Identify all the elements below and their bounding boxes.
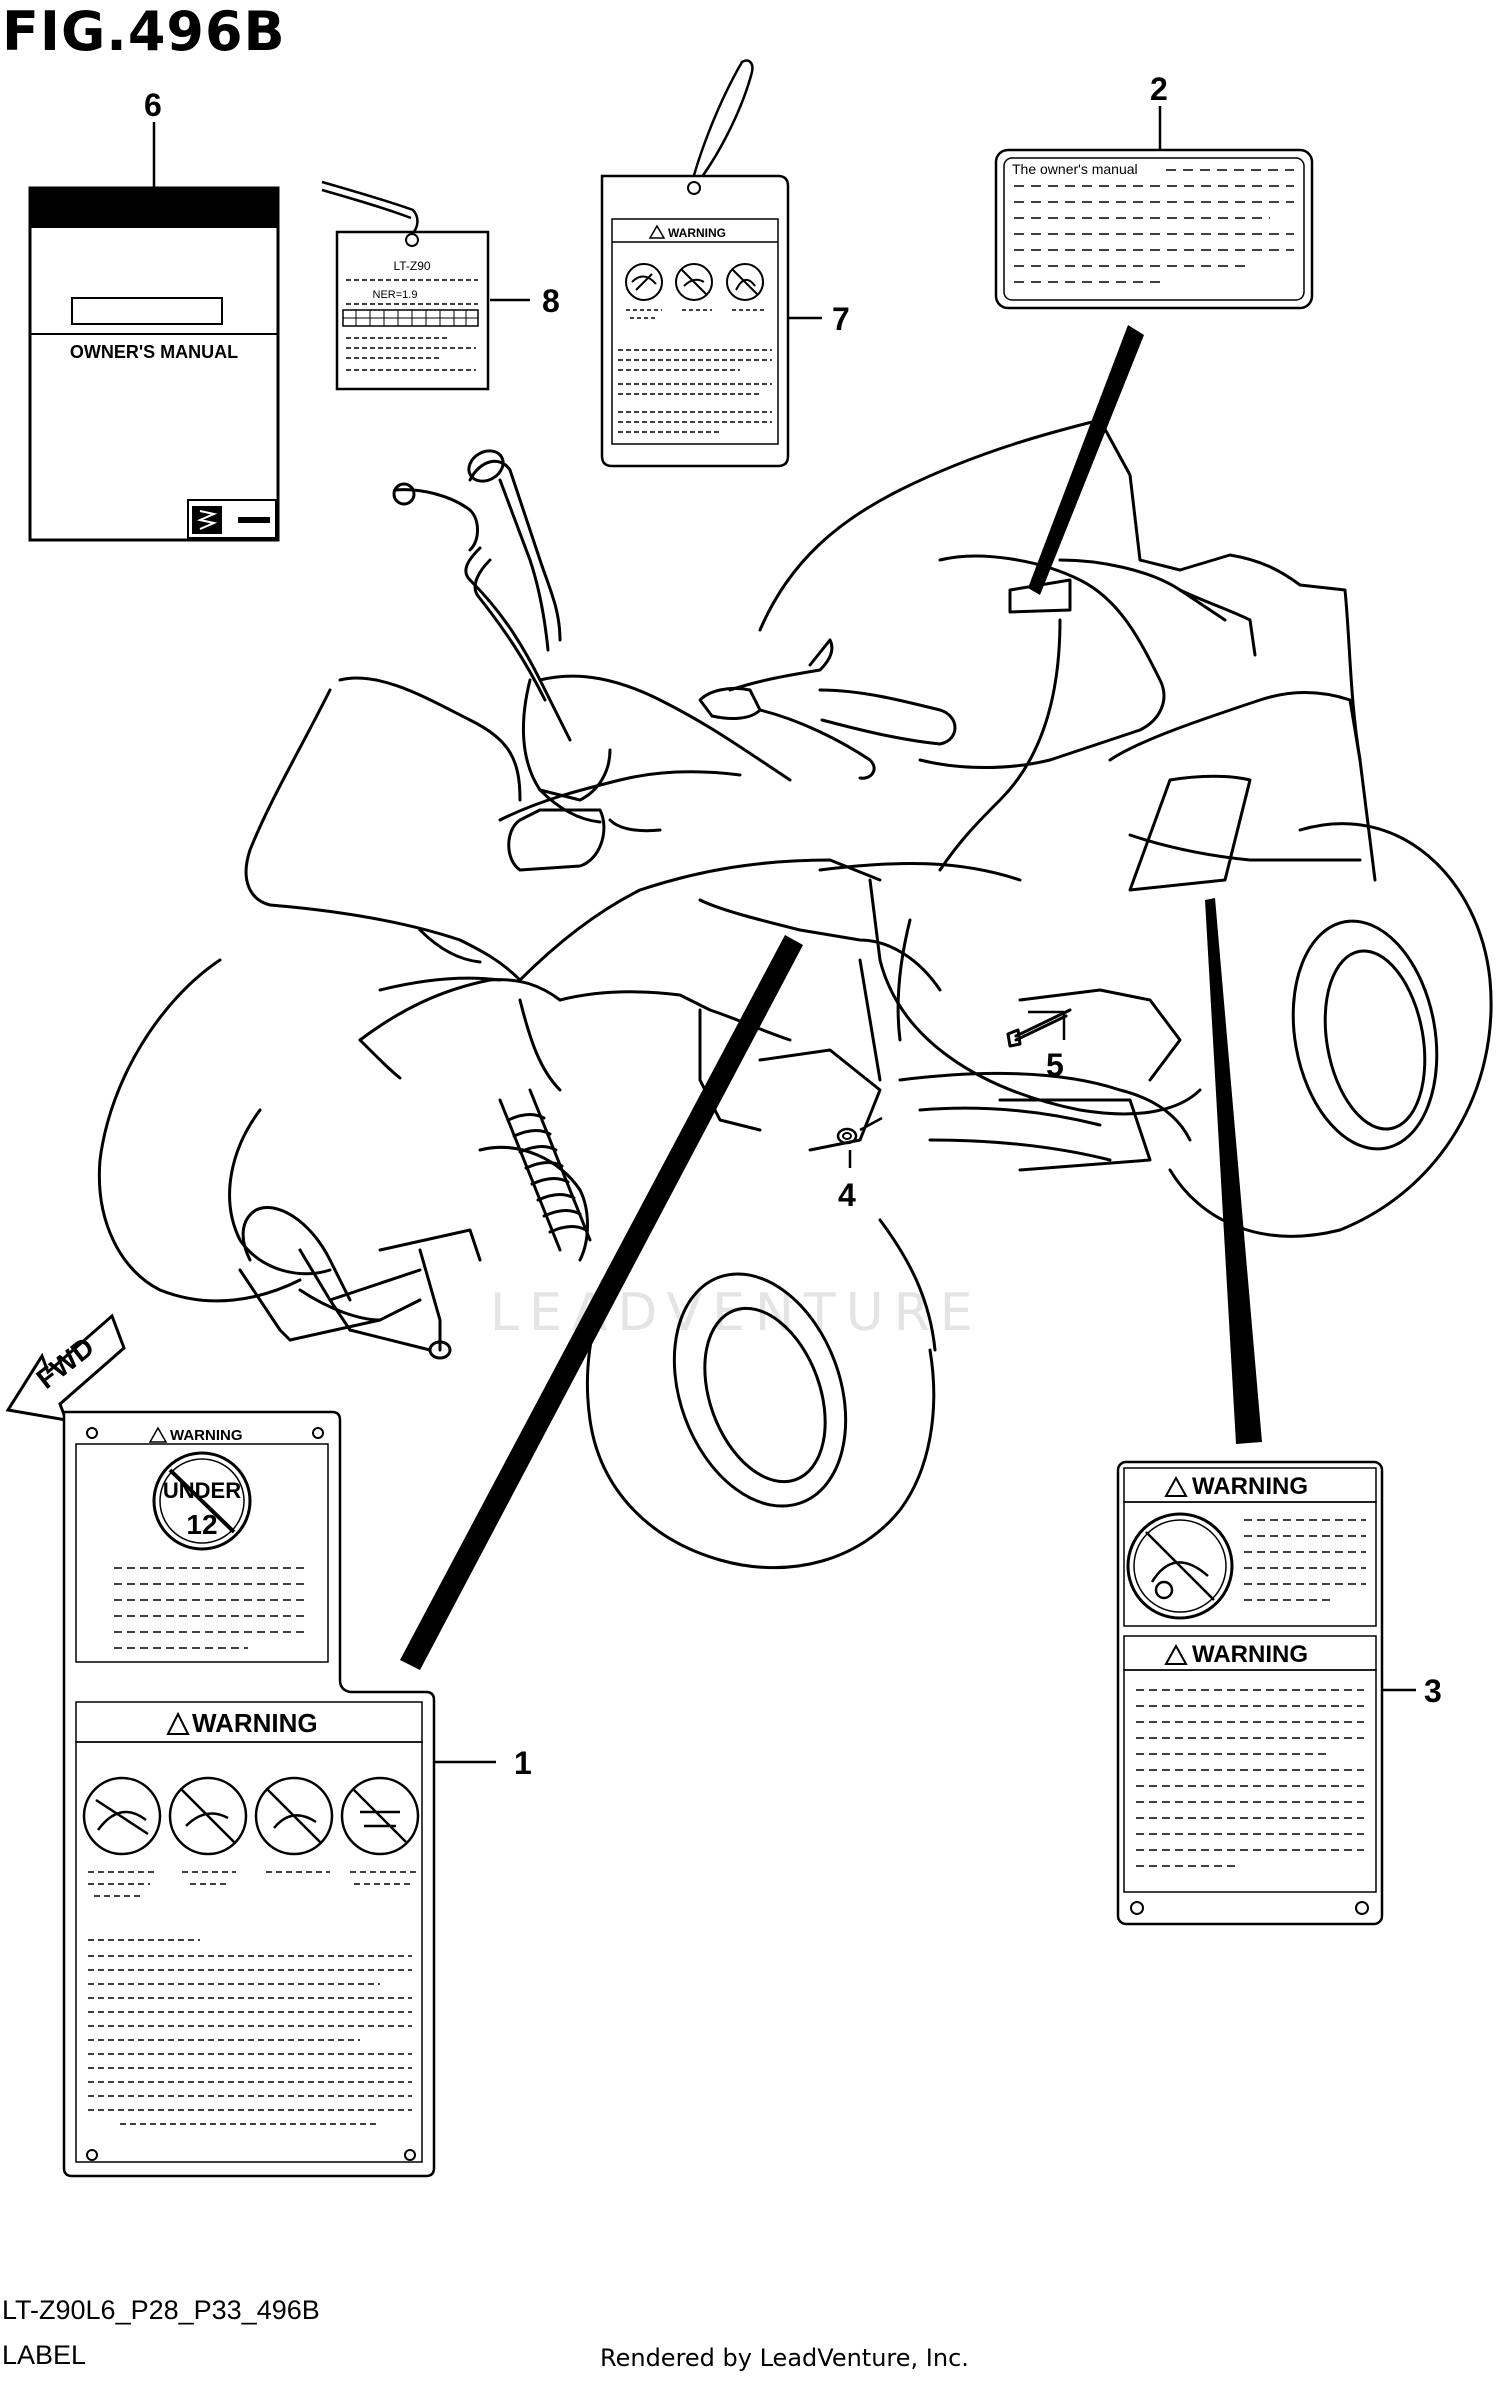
- callout-5: 5: [1046, 1047, 1064, 1083]
- tag7-warning-word: WARNING: [668, 226, 726, 240]
- render-credit: Rendered by LeadVenture, Inc.: [600, 2344, 969, 2372]
- model-code-caption: LT-Z90L6_P28_P33_496B: [2, 2295, 320, 2325]
- pointer-label-1: [400, 935, 803, 1670]
- pointer-label-2: [1028, 325, 1144, 595]
- warning-label-3[interactable]: WARNING WARNING: [1116, 1460, 1384, 1926]
- callout-3: 3: [1424, 1673, 1442, 1709]
- callout-1: 1: [514, 1745, 532, 1781]
- atv-line-art: [97, 418, 1493, 1570]
- watermark-text: LEADVENTURE: [490, 1283, 983, 1343]
- label1-main-warning-word: WARNING: [192, 1708, 318, 1738]
- callout-2: 2: [1150, 71, 1168, 107]
- hang-tag-model: LT-Z90: [393, 259, 430, 273]
- callout-6: 6: [144, 87, 162, 123]
- label3-bottom-warning-word: WARNING: [1192, 1641, 1308, 1668]
- warning-label-1[interactable]: WARNING UNDER 12 WARNING: [62, 1410, 436, 2178]
- hang-tag-8[interactable]: LT-Z90 NER=1.9: [321, 180, 490, 391]
- owners-manual-label-text: The owner's manual: [1012, 161, 1138, 177]
- label1-top-warning-word: WARNING: [170, 1427, 243, 1444]
- owners-manual-label-2[interactable]: The owner's manual: [994, 148, 1314, 310]
- callout-4: 4: [838, 1177, 856, 1213]
- owners-manual-book[interactable]: OWNER'S MANUAL: [28, 186, 280, 542]
- forward-direction-arrow: FWD: [5, 1313, 126, 1422]
- label3-top-warning-word: WARNING: [1192, 1473, 1308, 1500]
- callout-7: 7: [832, 301, 850, 337]
- warning-hang-tag-7[interactable]: WARNING: [600, 59, 790, 468]
- section-caption: LABEL: [2, 2340, 87, 2370]
- owners-manual-title: OWNER'S MANUAL: [70, 342, 238, 362]
- leader-lines: [152, 106, 1416, 1764]
- figure-title: FIG.496B: [2, 0, 286, 63]
- callout-8: 8: [542, 283, 560, 319]
- pointer-label-3: [1205, 898, 1262, 1444]
- suzuki-logo-icon: [196, 510, 218, 530]
- under-age-badge-number: 12: [186, 1509, 217, 1540]
- hang-tag-ner: NER=1.9: [373, 289, 418, 301]
